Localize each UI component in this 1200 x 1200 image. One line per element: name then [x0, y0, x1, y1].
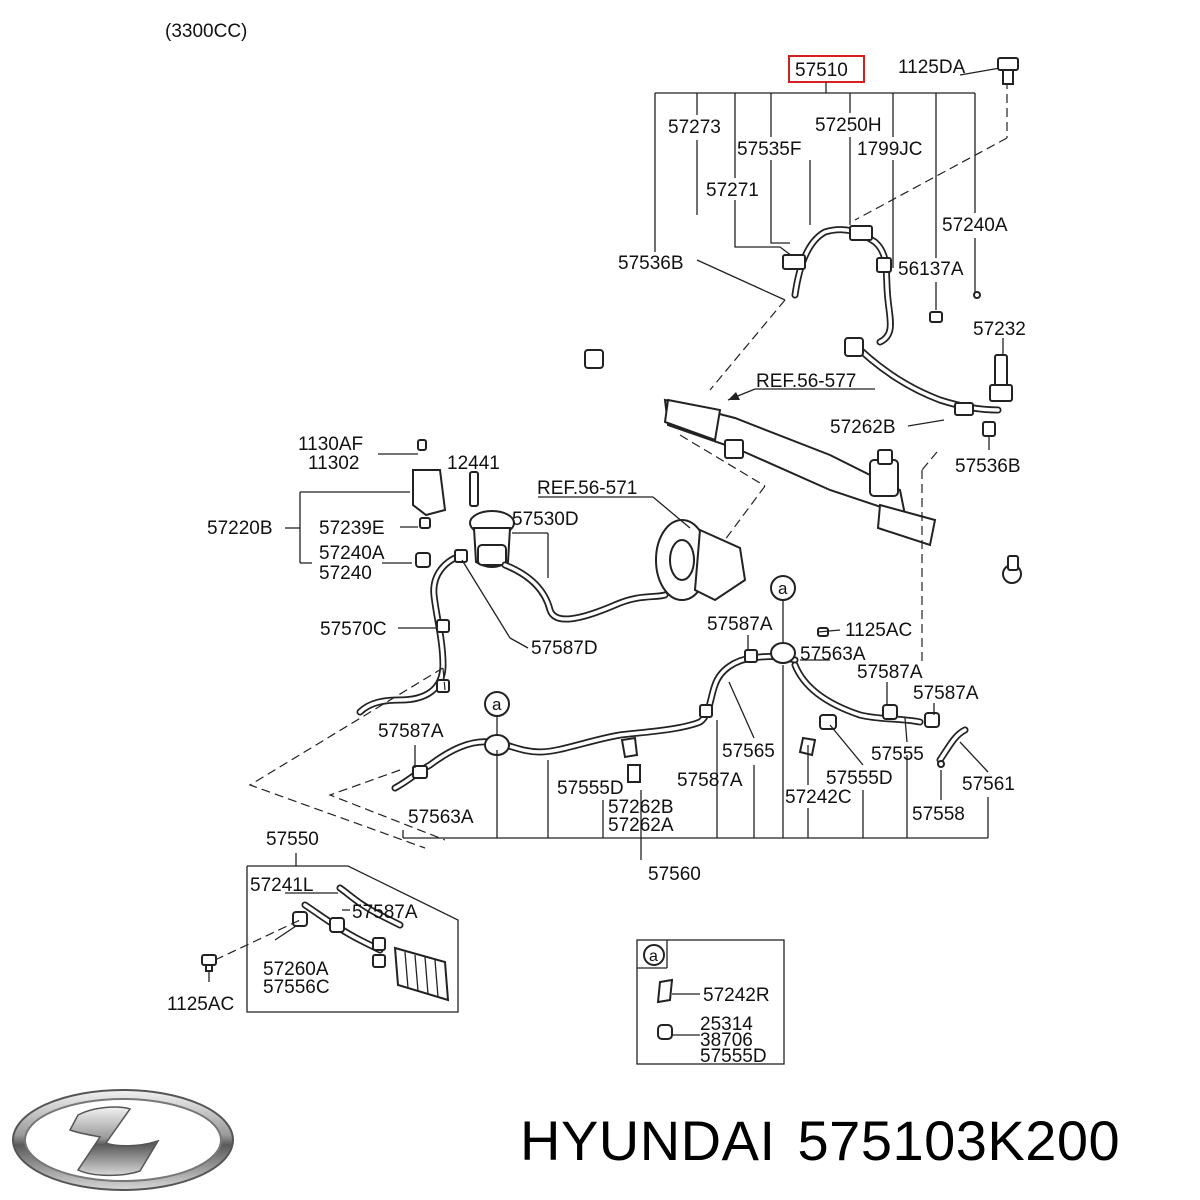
- callout-57587A-left[interactable]: 57587A: [378, 721, 444, 742]
- callout-57220B[interactable]: 57220B: [207, 518, 273, 539]
- bracket-57560: [402, 665, 989, 860]
- callout-57587D[interactable]: 57587D: [531, 638, 598, 659]
- callout-labels: 57510 1125DA 57273 57250H 57535F 1799JC …: [167, 57, 1026, 1015]
- callout-56137A[interactable]: 56137A: [898, 259, 964, 280]
- steering-gear: [584, 349, 1022, 584]
- callout-57240A[interactable]: 57240A: [942, 215, 1008, 236]
- callout-1125AC-bottom[interactable]: 1125AC: [167, 994, 234, 1015]
- callout-11302[interactable]: 11302: [308, 453, 359, 474]
- bracket-57220B: [285, 453, 418, 564]
- cooler: [292, 884, 450, 1002]
- callout-1799JC[interactable]: 1799JC: [857, 139, 923, 160]
- callout-57530D[interactable]: 57530D: [512, 509, 579, 530]
- callout-57273[interactable]: 57273: [668, 117, 721, 138]
- callout-ref-56-577[interactable]: REF.56-577: [756, 371, 856, 392]
- callout-57262A[interactable]: 57262A: [608, 815, 674, 836]
- callout-57550[interactable]: 57550: [266, 829, 319, 850]
- callout-57565[interactable]: 57565: [722, 741, 775, 762]
- pressure-hose-upper: [782, 225, 1013, 416]
- detail-box-a: a 57242R 25314 38706 57555D: [636, 939, 785, 1067]
- callout-57555D-right[interactable]: 57555D: [826, 768, 893, 789]
- leaders-top: [696, 67, 1008, 310]
- callout-57587A-cooler[interactable]: 57587A: [352, 902, 418, 923]
- callout-57558[interactable]: 57558: [912, 804, 965, 825]
- engine-note: (3300CC): [165, 21, 247, 42]
- callout-57510[interactable]: 57510: [795, 60, 848, 81]
- reservoir-bracket: [412, 439, 479, 568]
- callout-57587A-bottom[interactable]: 57587A: [677, 770, 743, 791]
- reservoir: [469, 510, 515, 568]
- callout-57240[interactable]: 57240: [319, 563, 372, 584]
- bolt-icon: [201, 954, 217, 972]
- callout-57587A-mid[interactable]: 57587A: [857, 662, 923, 683]
- callout-57535F[interactable]: 57535F: [737, 139, 801, 160]
- callout-57536B[interactable]: 57536B: [618, 253, 684, 274]
- callout-57561[interactable]: 57561: [962, 774, 1015, 795]
- detail-label-57555D: 57555D: [700, 1046, 767, 1067]
- callout-57587A-top[interactable]: 57587A: [707, 614, 773, 635]
- footer-caption: HYUNDAI 575103K200: [520, 1108, 1190, 1178]
- callout-57250H[interactable]: 57250H: [815, 115, 882, 136]
- callout-57242C[interactable]: 57242C: [785, 787, 852, 808]
- callout-1125AC-mid[interactable]: 1125AC: [845, 620, 912, 641]
- callout-57563A-left[interactable]: 57563A: [408, 807, 474, 828]
- callout-57536B-right[interactable]: 57536B: [955, 456, 1021, 477]
- brand-name: HYUNDAI: [520, 1109, 776, 1172]
- callout-57560[interactable]: 57560: [648, 864, 701, 885]
- callout-57556C[interactable]: 57556C: [263, 977, 330, 998]
- detail-label-25314: 25314: [700, 1014, 753, 1035]
- marker-a-3: a: [0, 0, 1, 1]
- callout-57570C[interactable]: 57570C: [320, 619, 387, 640]
- svg-text:a: a: [649, 948, 658, 965]
- leaders-return: [414, 629, 989, 800]
- callout-57555D-left[interactable]: 57555D: [557, 778, 624, 799]
- callout-1125DA[interactable]: 1125DA: [898, 57, 966, 78]
- callout-57587A-far-right[interactable]: 57587A: [913, 683, 979, 704]
- callout-57240A-left[interactable]: 57240A: [319, 543, 385, 564]
- svg-text:a: a: [492, 695, 502, 714]
- callout-57563A-right[interactable]: 57563A: [800, 644, 866, 665]
- callout-57262B[interactable]: 57262B: [830, 417, 896, 438]
- box-57550: [246, 853, 459, 1013]
- detail-label-57242R: 57242R: [703, 985, 770, 1006]
- hyundai-logo: [12, 1089, 234, 1191]
- detail-label-38706: 38706: [700, 1030, 753, 1051]
- part-number: 575103K200: [797, 1109, 1121, 1172]
- pump: [655, 519, 747, 602]
- callout-57555[interactable]: 57555: [871, 744, 924, 765]
- callout-1130AF[interactable]: 1130AF: [298, 434, 363, 455]
- callout-12441[interactable]: 12441: [447, 453, 500, 474]
- callout-57241L[interactable]: 57241L: [250, 875, 313, 896]
- callout-57260A[interactable]: 57260A: [263, 959, 329, 980]
- callout-57239E[interactable]: 57239E: [319, 518, 385, 539]
- marker-a-2: a: [770, 575, 796, 664]
- svg-text:a: a: [778, 579, 788, 598]
- bolt-icon: [997, 57, 1019, 85]
- callout-ref-56-571[interactable]: REF.56-571: [537, 478, 637, 499]
- bracket-57510: [654, 82, 976, 258]
- callout-57262B-bottom[interactable]: 57262B: [608, 797, 674, 818]
- marker-a-1: a: [484, 691, 510, 756]
- callout-57232[interactable]: 57232: [973, 319, 1026, 340]
- callout-57271[interactable]: 57271: [706, 180, 759, 201]
